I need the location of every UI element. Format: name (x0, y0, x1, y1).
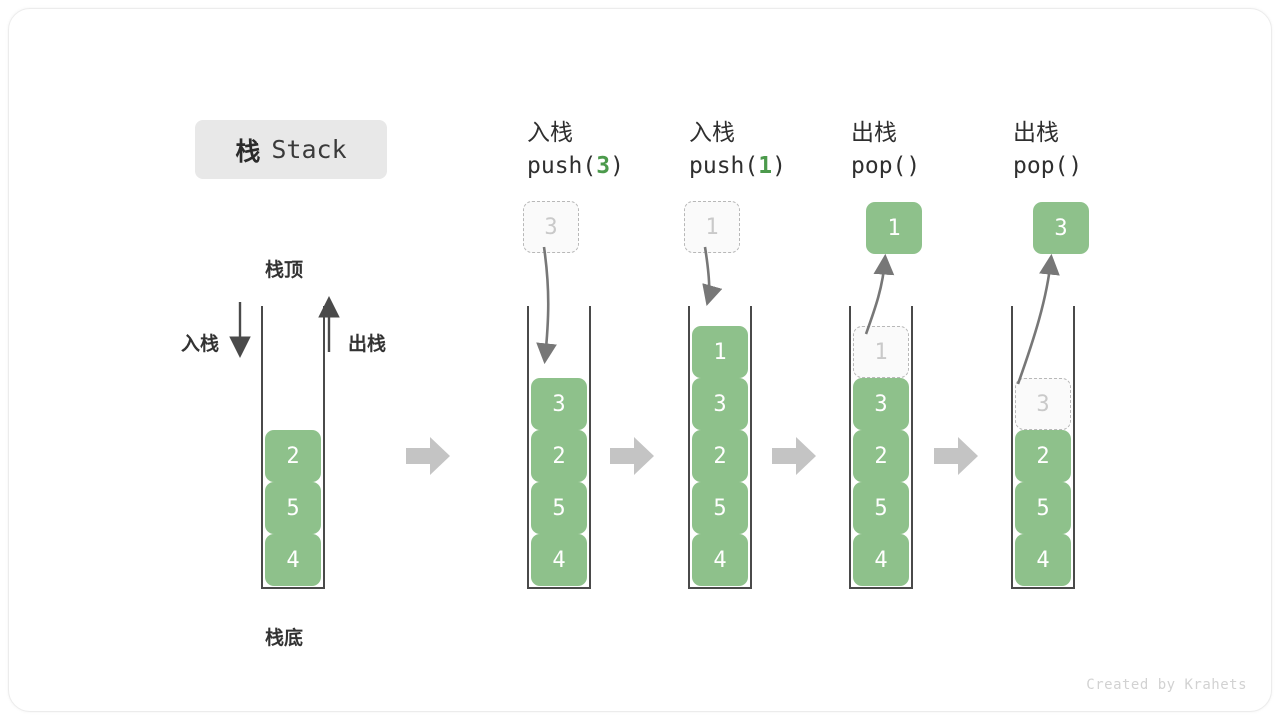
op-header-pop-3: 出栈 pop() (1013, 115, 1163, 183)
title-cn: 栈 (235, 137, 262, 166)
stack-wall-right (323, 306, 325, 589)
op-label-cn: 出栈 (1013, 119, 1059, 145)
stack-wall-left (688, 306, 690, 589)
stack-wall-right (911, 306, 913, 589)
floating-ghost-box-3: 3 (523, 201, 579, 253)
push-direction-label: 入栈 (181, 334, 220, 355)
stack-cell: 5 (853, 482, 909, 534)
stack-floor (849, 587, 913, 589)
stack-floor (527, 587, 591, 589)
stack-cell: 2 (531, 430, 587, 482)
stack-cell: 4 (692, 534, 748, 586)
stack-cell: 2 (265, 430, 321, 482)
stack-cell: 4 (1015, 534, 1071, 586)
stack-wall-right (589, 306, 591, 589)
op-label-code: push(1) (689, 153, 786, 179)
stack-cell: 5 (531, 482, 587, 534)
title-badge: 栈 Stack (195, 120, 387, 179)
transition-arrow-4 (934, 437, 978, 475)
stack-wall-right (1073, 306, 1075, 589)
stack-floor (1011, 587, 1075, 589)
stack-bottom-label: 栈底 (265, 628, 304, 649)
stack-cell: 3 (531, 378, 587, 430)
stack-cell: 5 (1015, 482, 1071, 534)
stack-cell: 3 (1015, 378, 1071, 430)
op-label-code: pop() (851, 153, 921, 179)
stack-cell: 1 (692, 326, 748, 378)
transition-arrow-3 (772, 437, 816, 475)
stack-cell: 5 (265, 482, 321, 534)
op-label-cn: 入栈 (527, 119, 573, 145)
stack-floor (261, 587, 325, 589)
stack-cell: 2 (692, 430, 748, 482)
op-header-pop-1: 出栈 pop() (851, 115, 1001, 183)
stack-cell: 2 (853, 430, 909, 482)
pop-direction-label: 出栈 (348, 334, 387, 355)
stack-cell: 3 (853, 378, 909, 430)
stack-cell: 2 (1015, 430, 1071, 482)
transition-arrow-1 (406, 437, 450, 475)
title-en: Stack (271, 135, 347, 164)
stack-wall-left (849, 306, 851, 589)
op-label-code: pop() (1013, 153, 1083, 179)
stack-cell: 3 (692, 378, 748, 430)
popped-box-3: 3 (1033, 202, 1089, 254)
op-header-push-3: 入栈 push(3) (527, 115, 677, 183)
stack-cell: 4 (853, 534, 909, 586)
op-label-cn: 入栈 (689, 119, 735, 145)
stack-cell: 5 (692, 482, 748, 534)
stack-wall-right (750, 306, 752, 589)
stack-cell: 4 (531, 534, 587, 586)
popped-box-1: 1 (866, 202, 922, 254)
floating-ghost-box-1: 1 (684, 201, 740, 253)
op-header-push-1: 入栈 push(1) (689, 115, 839, 183)
stack-wall-left (261, 306, 263, 589)
stack-cell: 1 (853, 326, 909, 378)
stack-wall-left (1011, 306, 1013, 589)
stack-cell: 4 (265, 534, 321, 586)
push-flow-arrow-1 (702, 246, 723, 307)
op-label-cn: 出栈 (851, 119, 897, 145)
watermark-credit: Created by Krahets (1086, 677, 1247, 693)
stack-wall-left (527, 306, 529, 589)
stack-top-label: 栈顶 (265, 260, 304, 281)
op-label-code: push(3) (527, 153, 624, 179)
stack-floor (688, 587, 752, 589)
transition-arrow-2 (610, 437, 654, 475)
